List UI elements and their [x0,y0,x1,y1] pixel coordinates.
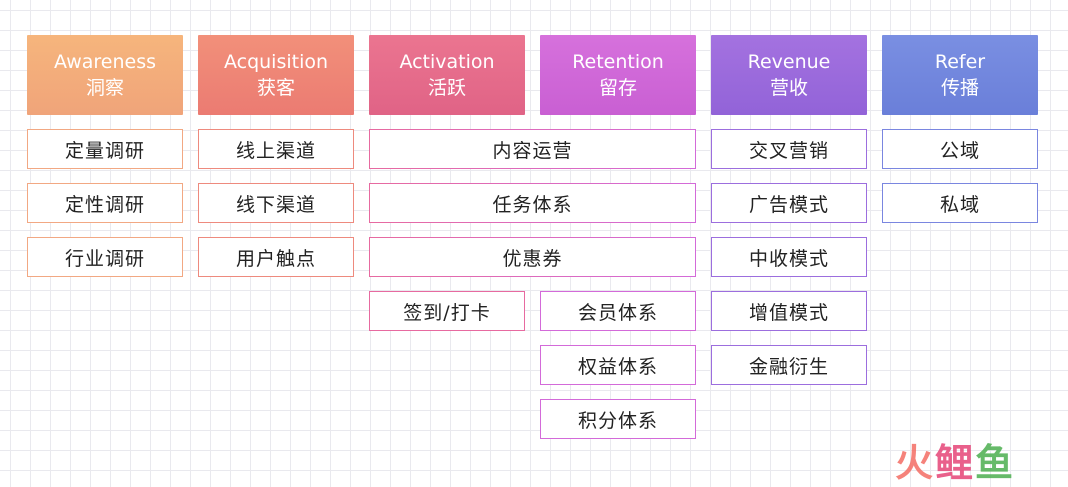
item-membership-system: 会员体系 [540,291,696,331]
stage-zh-label: 传播 [940,76,979,99]
item-cross-marketing: 交叉营销 [711,129,867,169]
item-value-added-model: 增值模式 [711,291,867,331]
item-coupon: 优惠券 [369,237,696,277]
item-content-operation: 内容运营 [369,129,696,169]
stage-en-label: Acquisition [223,50,329,73]
item-offline-channel: 线下渠道 [198,183,354,223]
brand-logo: 火鲤鱼 [895,432,1015,487]
stage-zh-label: 获客 [256,76,295,99]
stage-header-awareness: Awareness 洞察 [27,35,183,115]
item-task-system: 任务体系 [369,183,696,223]
stage-en-label: Awareness [53,50,157,73]
item-ad-model: 广告模式 [711,183,867,223]
stage-zh-label: 营收 [769,76,808,99]
stage-zh-label: 留存 [598,76,637,99]
item-checkin: 签到/打卡 [369,291,525,331]
item-user-touchpoint: 用户触点 [198,237,354,277]
item-intermediary-model: 中收模式 [711,237,867,277]
logo-part: 鱼 [975,441,1016,485]
item-benefits-system: 权益体系 [540,345,696,385]
stage-header-revenue: Revenue 营收 [711,35,867,115]
item-private-domain: 私域 [882,183,1038,223]
item-financial-derivative: 金融衍生 [711,345,867,385]
item-qualitative-research: 定性调研 [27,183,183,223]
item-industry-research: 行业调研 [27,237,183,277]
stage-en-label: Activation [399,50,495,73]
item-points-system: 积分体系 [540,399,696,439]
stage-zh-label: 活跃 [427,76,466,99]
stage-en-label: Retention [572,50,664,73]
stage-header-retention: Retention 留存 [540,35,696,115]
item-online-channel: 线上渠道 [198,129,354,169]
stage-en-label: Refer [934,50,986,73]
stage-header-activation: Activation 活跃 [369,35,525,115]
logo-part: 鲤 [935,441,976,485]
stage-en-label: Revenue [747,50,831,73]
item-quantitative-research: 定量调研 [27,129,183,169]
item-public-domain: 公域 [882,129,1038,169]
stage-header-acquisition: Acquisition 获客 [198,35,354,115]
stage-header-refer: Refer 传播 [882,35,1038,115]
stage-zh-label: 洞察 [85,76,124,99]
logo-part: 火 [895,441,936,485]
